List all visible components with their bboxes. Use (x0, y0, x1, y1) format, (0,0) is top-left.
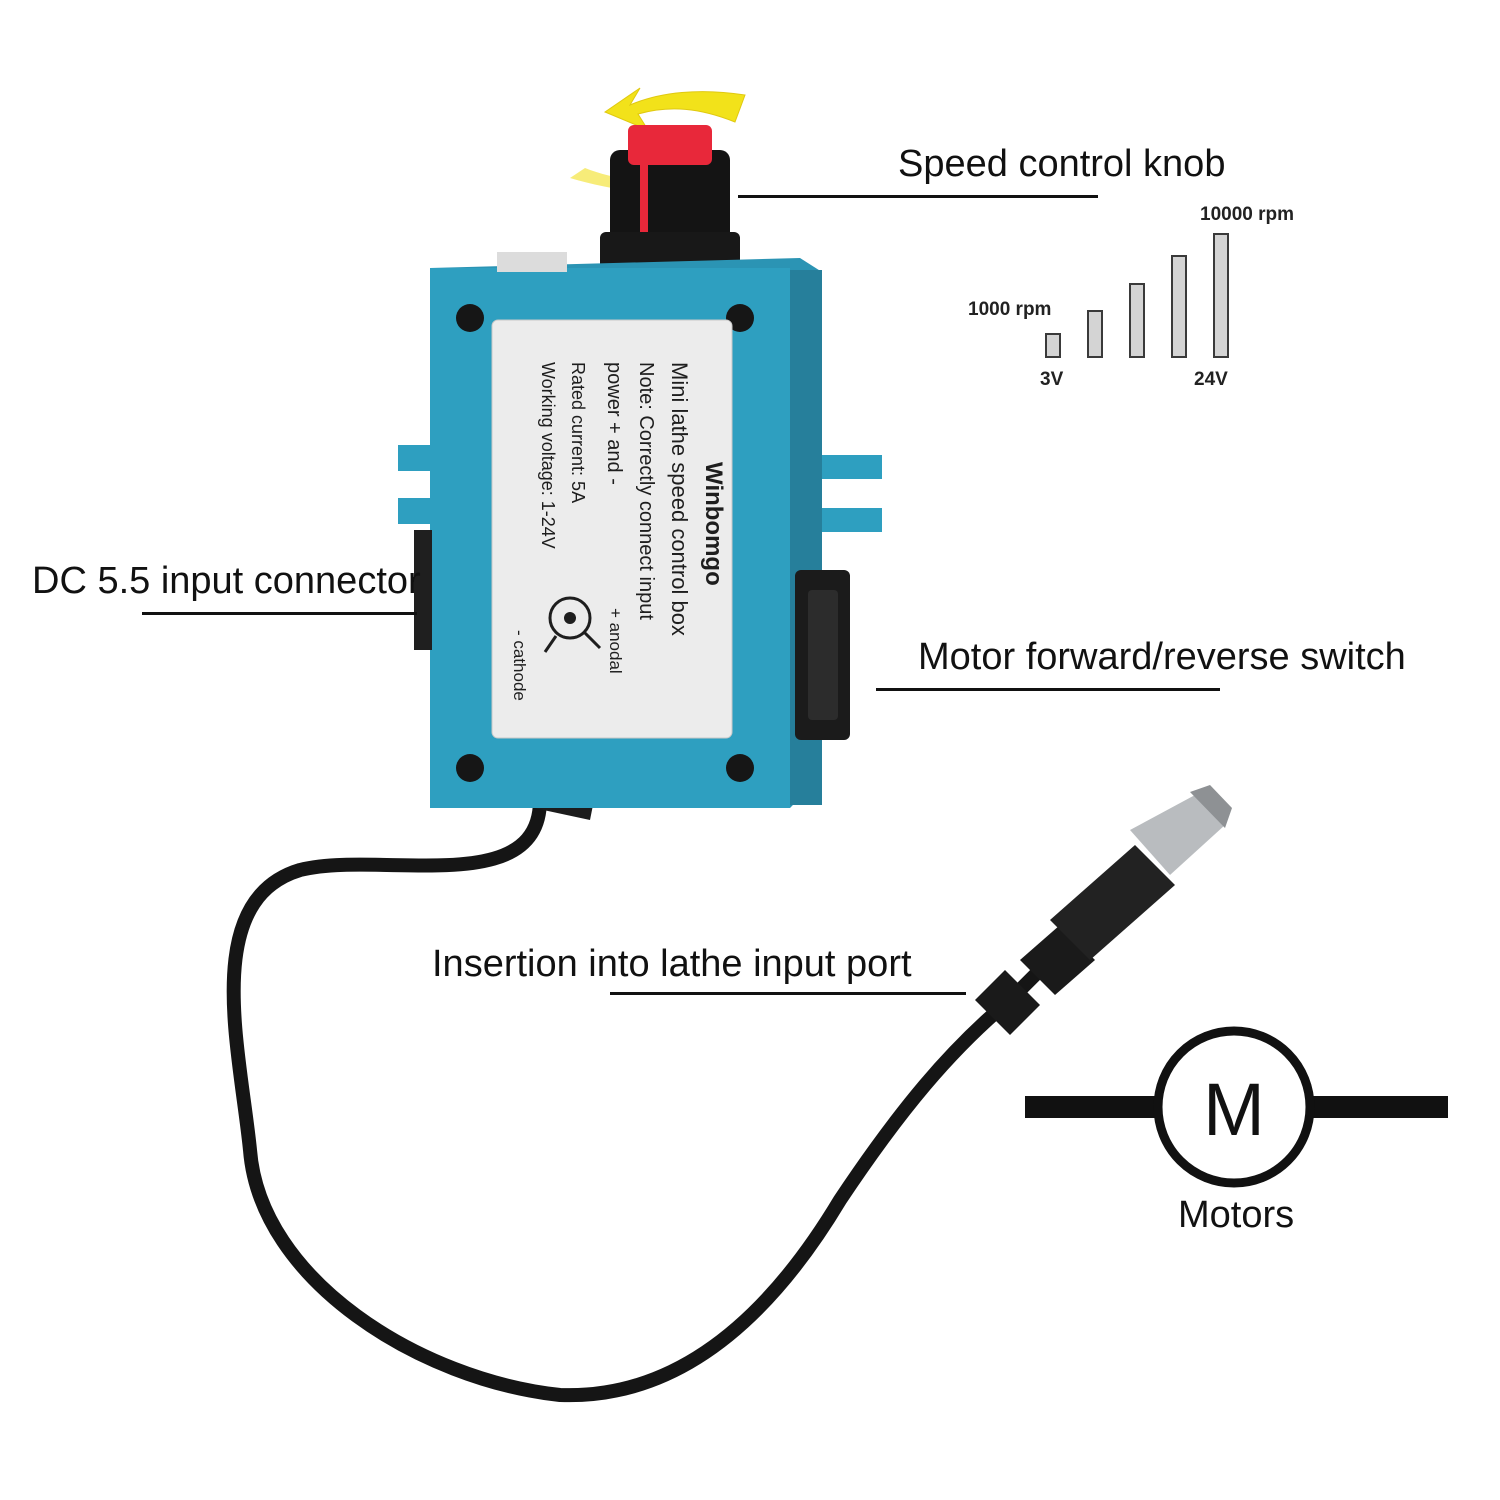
rotate-left-arrow (603, 87, 746, 132)
motor-caption: Motors (1178, 1194, 1295, 1236)
leader-line-speed-knob (738, 195, 1098, 198)
label-cathode: - cathode (510, 630, 529, 701)
leader-line-switch (876, 688, 1220, 691)
motor-symbol: M (1025, 1026, 1448, 1188)
speed-level-bar (1129, 283, 1145, 358)
dc-plug (975, 785, 1232, 1035)
speed-max-voltage: 24V (1194, 369, 1228, 390)
speed-min-rpm: 1000 rpm (968, 299, 1052, 320)
polarity-icon (543, 596, 602, 653)
label-anode: + anodal (606, 608, 625, 674)
speed-scale: 1000 rpm 10000 rpm 3V 24V (960, 200, 1320, 400)
label-voltage: Working voltage: 1-24V (538, 362, 558, 549)
leader-line-insertion (610, 992, 966, 995)
speed-level-bar (1045, 333, 1061, 358)
speed-level-bar (1213, 233, 1229, 358)
speed-max-rpm: 10000 rpm (1200, 204, 1295, 225)
cable (226, 793, 1137, 1403)
label-note: Note: Correctly connect input (635, 362, 657, 620)
label-title: Mini lathe speed control box (667, 362, 692, 636)
leader-line-dc-input (142, 612, 417, 615)
label-text-group: Winbomgo Mini lathe speed control box No… (510, 362, 727, 701)
speed-level-bar (1171, 255, 1187, 358)
label-brand: Winbomgo (700, 462, 727, 586)
callout-insertion: Insertion into lathe input port (432, 943, 912, 985)
speed-knob (600, 125, 740, 270)
speed-min-voltage: 3V (1040, 369, 1064, 390)
motor-letter: M (1203, 1068, 1265, 1151)
label-current: Rated current: 5A (568, 362, 588, 503)
callout-switch: Motor forward/reverse switch (918, 636, 1406, 678)
control-box (414, 252, 850, 808)
callout-dc-input: DC 5.5 input connector (32, 560, 421, 602)
callout-speed-knob: Speed control knob (898, 143, 1226, 185)
label-note2: power + and - (603, 362, 625, 485)
speed-level-bar (1087, 310, 1103, 358)
